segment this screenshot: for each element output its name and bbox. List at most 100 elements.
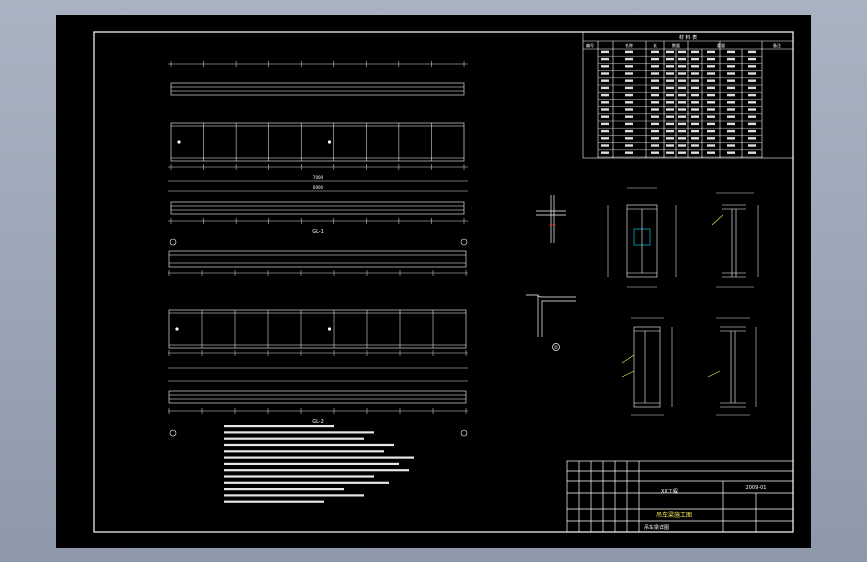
table-cell-glyph bbox=[707, 108, 715, 111]
table-cell-glyph bbox=[748, 137, 756, 140]
table-cell-glyph bbox=[748, 122, 756, 126]
note-line bbox=[224, 494, 364, 497]
table-cell-glyph bbox=[748, 57, 756, 61]
table-cell-glyph bbox=[678, 122, 686, 126]
table-cell-glyph bbox=[601, 144, 609, 147]
table-cell-glyph bbox=[625, 57, 633, 61]
table-cell-glyph bbox=[651, 72, 659, 75]
table-cell-glyph bbox=[601, 151, 609, 154]
table-cell-glyph bbox=[678, 129, 686, 133]
table-cell-glyph bbox=[625, 101, 633, 104]
table-cell-glyph bbox=[666, 122, 674, 126]
table-cell-glyph bbox=[666, 137, 674, 140]
table-cell-glyph bbox=[666, 144, 674, 147]
girder-view-1 bbox=[168, 63, 468, 222]
table-cell-glyph bbox=[666, 50, 674, 54]
title-block bbox=[566, 460, 794, 533]
table-cell-glyph bbox=[678, 65, 686, 68]
center-mark bbox=[327, 327, 332, 331]
table-cell-glyph bbox=[601, 108, 609, 111]
table-cell-glyph bbox=[691, 122, 699, 126]
table-cell-glyph bbox=[707, 122, 715, 126]
project-label: XX工程 bbox=[661, 488, 678, 495]
table-cell-glyph bbox=[666, 129, 674, 133]
note-line bbox=[224, 469, 409, 472]
table-cell-glyph bbox=[678, 144, 686, 147]
dimension-ticks-view-1 bbox=[170, 61, 465, 224]
table-cell-glyph bbox=[691, 129, 699, 133]
total-dimension-b: 6000 bbox=[313, 185, 324, 190]
drawing-subtitle: 吊车梁详图 bbox=[644, 524, 669, 531]
stiffeners-view-2 bbox=[175, 310, 434, 348]
table-cell-glyph bbox=[678, 57, 686, 61]
note-line bbox=[224, 431, 374, 434]
table-cell-glyph bbox=[748, 115, 756, 118]
table-header-2: 长 bbox=[653, 42, 657, 48]
table-cell-glyph bbox=[748, 93, 756, 97]
note-line bbox=[224, 481, 389, 484]
table-cell-glyph bbox=[727, 144, 735, 147]
table-cell-glyph bbox=[651, 108, 659, 111]
table-cell-glyph bbox=[691, 86, 699, 90]
table-cell-glyph bbox=[625, 79, 633, 82]
table-cell-glyph bbox=[625, 137, 633, 140]
material-table-rows bbox=[598, 50, 762, 158]
table-cell-glyph bbox=[691, 137, 699, 140]
table-cell-glyph bbox=[666, 108, 674, 111]
table-header-5: 备注 bbox=[773, 42, 781, 48]
table-cell-glyph bbox=[651, 50, 659, 54]
table-cell-glyph bbox=[601, 93, 609, 97]
table-cell-glyph bbox=[625, 50, 633, 54]
table-cell-glyph bbox=[651, 115, 659, 118]
note-line bbox=[224, 456, 414, 459]
table-cell-glyph bbox=[707, 57, 715, 61]
table-cell-glyph bbox=[651, 151, 659, 154]
table-cell-glyph bbox=[601, 101, 609, 104]
table-cell-glyph bbox=[707, 144, 715, 147]
table-cell-glyph bbox=[601, 122, 609, 126]
material-table bbox=[582, 31, 794, 159]
table-cell-glyph bbox=[691, 108, 699, 111]
table-cell-glyph bbox=[748, 151, 756, 154]
table-cell-glyph bbox=[707, 115, 715, 118]
table-cell-glyph bbox=[748, 72, 756, 75]
table-cell-glyph bbox=[727, 137, 735, 140]
note-line bbox=[224, 443, 394, 447]
table-cell-glyph bbox=[727, 108, 735, 111]
table-cell-glyph bbox=[625, 129, 633, 133]
table-cell-glyph bbox=[601, 129, 609, 133]
table-cell-glyph bbox=[678, 72, 686, 75]
table-cell-glyph bbox=[651, 137, 659, 140]
table-cell-glyph bbox=[666, 57, 674, 61]
table-cell-glyph bbox=[625, 144, 633, 147]
table-header-0: 编号 bbox=[586, 42, 594, 48]
table-cell-glyph bbox=[748, 50, 756, 54]
table-cell-glyph bbox=[691, 79, 699, 82]
table-cell-glyph bbox=[691, 151, 699, 154]
table-cell-glyph bbox=[691, 101, 699, 104]
table-cell-glyph bbox=[727, 72, 735, 75]
table-cell-glyph bbox=[651, 57, 659, 61]
table-cell-glyph bbox=[666, 151, 674, 154]
cad-drawing: 材 料 表 编号 名称 长 数量 重量 备注 GL-1 7000 6000 bbox=[93, 31, 794, 533]
axis-bubbles bbox=[169, 238, 468, 437]
table-cell-glyph bbox=[678, 137, 686, 140]
drawing-border bbox=[93, 31, 794, 533]
section-label-gl2: GL-2 bbox=[312, 419, 324, 425]
table-cell-glyph bbox=[748, 101, 756, 104]
end-mark bbox=[177, 140, 181, 144]
total-dimension-a: 7000 bbox=[313, 175, 324, 180]
table-cell-glyph bbox=[625, 122, 633, 126]
table-cell-glyph bbox=[727, 101, 735, 104]
table-cell-glyph bbox=[748, 129, 756, 133]
table-cell-glyph bbox=[601, 86, 609, 90]
dimension-ticks-view-2 bbox=[168, 270, 467, 414]
date-code: 2009-01 bbox=[746, 485, 767, 491]
table-cell-glyph bbox=[625, 151, 633, 154]
table-cell-glyph bbox=[691, 65, 699, 68]
section-b-detail bbox=[711, 192, 759, 288]
table-cell-glyph bbox=[625, 115, 633, 118]
table-cell-glyph bbox=[625, 86, 633, 90]
table-header-1: 名称 bbox=[625, 42, 633, 48]
table-cell-glyph bbox=[651, 144, 659, 147]
